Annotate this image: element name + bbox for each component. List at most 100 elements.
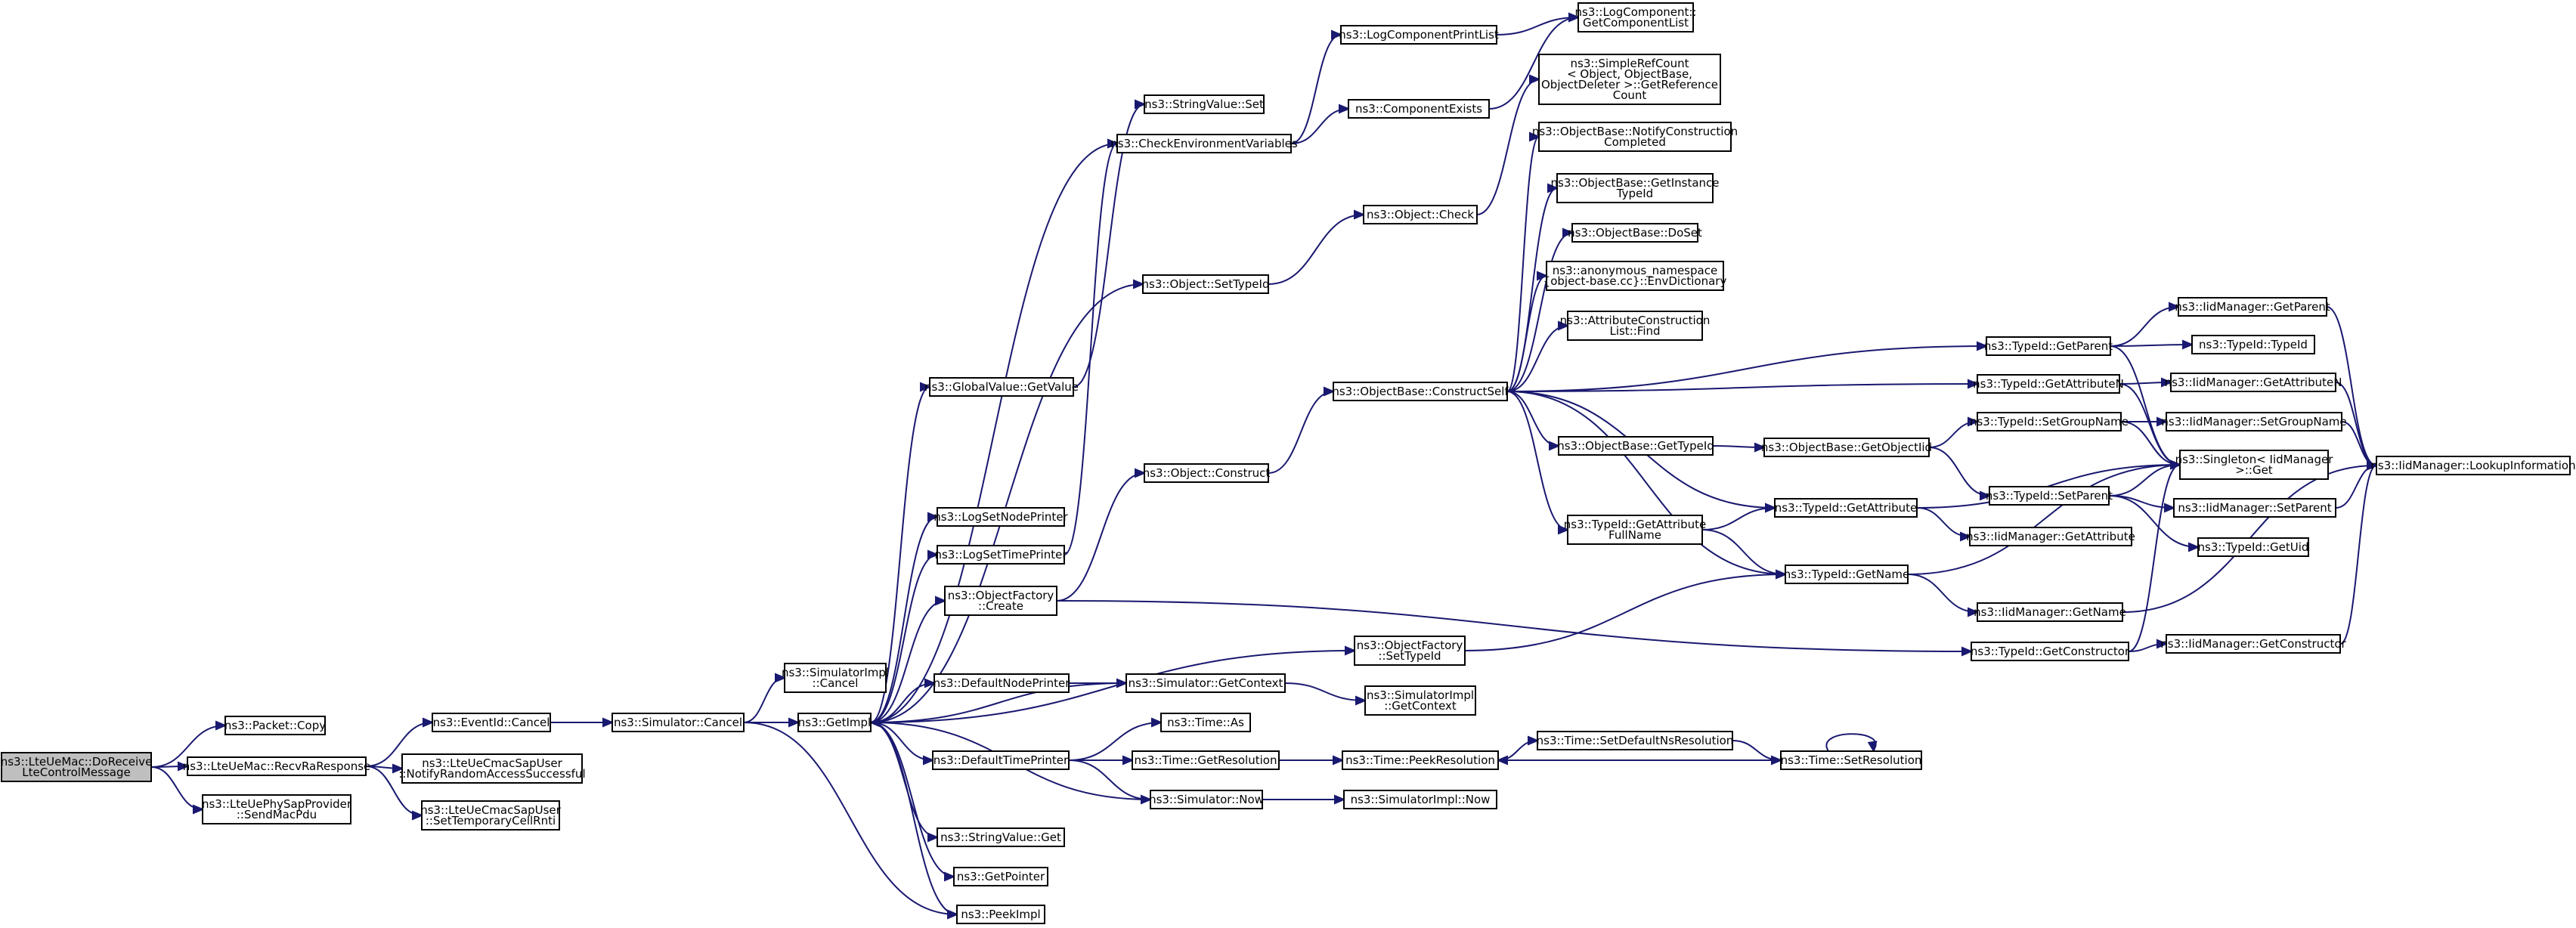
node-objectbase-gettypeid[interactable]: ns3::ObjectBase::GetTypeId — [1557, 436, 1714, 456]
node-recvra[interactable]: ns3::LteUeMac::RecvRaResponse — [183, 756, 371, 776]
call-edge-object_settypeid-to-object_check — [1268, 209, 1366, 285]
node-typeid-getuid[interactable]: ns3::TypeId::GetUid — [2197, 537, 2309, 557]
node-label: ns3::AttributeConstruction — [1560, 314, 1711, 327]
node-sim-getcontext[interactable]: ns3::Simulator::GetContext — [1125, 673, 1286, 693]
node-simplerefcount[interactable]: ns3::SimpleRefCount< Object, ObjectBase,… — [1538, 54, 1721, 105]
node-object-settypeid[interactable]: ns3::Object::SetTypeId — [1142, 274, 1270, 294]
node-getpointer[interactable]: ns3::GetPointer — [953, 867, 1048, 886]
node-label: ns3::Object::Check — [1367, 208, 1474, 221]
edge-line — [870, 722, 958, 915]
node-iid-getconstructor[interactable]: ns3::IidManager::GetConstructor — [2160, 634, 2347, 654]
node-typeid-getattribute[interactable]: ns3::TypeId::GetAttribute — [1774, 498, 1918, 518]
call-edge-sim_cancel-to-simimpl_cancel — [743, 673, 787, 723]
call-edge-getimpl-to-stringvalue_get — [870, 722, 940, 843]
node-typeid-getname[interactable]: ns3::TypeId::GetName — [1784, 565, 1909, 584]
node-getcomponentlist[interactable]: ns3::LogComponent::GetComponentList — [1575, 2, 1697, 32]
node-objectfactory-settypeid[interactable]: ns3::ObjectFactory::SetTypeId — [1354, 636, 1466, 666]
node-typeid-typeid[interactable]: ns3::TypeId::TypeId — [2191, 335, 2315, 354]
node-sendmacpdu[interactable]: ns3::LteUePhySapProvider::SendMacPdu — [202, 794, 352, 824]
node-box — [1774, 498, 1918, 518]
node-simimpl-getcontext[interactable]: ns3::SimulatorImpl::GetContext — [1364, 685, 1476, 716]
node-label: TypeId — [1616, 187, 1653, 200]
node-stringvalue-get[interactable]: ns3::StringValue::Get — [937, 827, 1065, 847]
node-time-as[interactable]: ns3::Time::As — [1160, 713, 1251, 732]
node-checkenv[interactable]: ns3::CheckEnvironmentVariables — [1110, 134, 1298, 153]
edge-line — [1506, 232, 1573, 392]
node-label: ns3::TypeId::GetConstructor — [1971, 645, 2130, 658]
node-box — [1537, 731, 1733, 750]
node-eventid-cancel[interactable]: ns3::EventId::Cancel — [432, 713, 551, 732]
node-constructself[interactable]: ns3::ObjectBase::ConstructSelf — [1332, 382, 1509, 401]
node-root[interactable]: ns3::LteUeMac::DoReceiveLteControlMessag… — [1, 752, 153, 782]
node-logsetnodeprinter[interactable]: ns3::LogSetNodePrinter — [933, 507, 1069, 527]
node-box — [2376, 456, 2571, 475]
node-typeid-getparent[interactable]: ns3::TypeId::GetParent — [1984, 336, 2113, 356]
node-defaultnodeprinter[interactable]: ns3::DefaultNodePrinter — [933, 673, 1071, 693]
node-peekimpl[interactable]: ns3::PeekImpl — [956, 905, 1045, 924]
node-box — [1144, 463, 1269, 483]
node-sim-now[interactable]: ns3::Simulator::Now — [1149, 790, 1264, 809]
node-iid-setparent[interactable]: ns3::IidManager::SetParent — [2173, 498, 2336, 518]
node-globalvalue-getvalue[interactable]: ns3::GlobalValue::GetValue — [924, 377, 1079, 397]
node-box — [611, 713, 745, 732]
node-simimpl-now[interactable]: ns3::SimulatorImpl::Now — [1343, 790, 1497, 809]
node-sim-cancel[interactable]: ns3::Simulator::Cancel — [611, 713, 745, 732]
node-objectfactory-create[interactable]: ns3::ObjectFactory::Create — [944, 586, 1057, 616]
node-notify-ra[interactable]: ns3::LteUeCmacSapUser::NotifyRandomAcces… — [398, 753, 586, 784]
node-time-setresolution[interactable]: ns3::Time::SetResolution — [1780, 750, 1922, 770]
node-iid-getparent[interactable]: ns3::IidManager::GetParent — [2175, 297, 2330, 317]
node-iid-lookupinformation[interactable]: ns3::IidManager::LookupInformation — [2370, 456, 2576, 475]
edge-line — [870, 386, 930, 723]
node-logcomponentprintlist[interactable]: ns3::LogComponentPrintList — [1339, 25, 1499, 45]
node-label: ns3::LteUePhySapProvider — [202, 797, 352, 811]
node-label: ns3::LogSetNodePrinter — [933, 510, 1068, 524]
call-edge-defaulttimeprinter-to-time_getresolution — [1069, 755, 1135, 766]
arrowhead-icon — [2170, 459, 2182, 470]
node-stringvalue-set[interactable]: ns3::StringValue::Set — [1144, 94, 1265, 114]
node-iid-getname[interactable]: ns3::IidManager::GetName — [1974, 602, 2126, 622]
node-doset[interactable]: ns3::ObjectBase::DoSet — [1568, 223, 1702, 243]
node-notifyconstruction[interactable]: ns3::ObjectBase::NotifyConstructionCompl… — [1532, 122, 1738, 152]
node-envdictionary[interactable]: ns3::anonymous_namespace{object-base.cc}… — [1543, 261, 1727, 291]
call-edge-getimpl-to-defaulttimeprinter — [870, 722, 935, 766]
arrowhead-icon — [392, 763, 404, 774]
node-label: ns3::TypeId::TypeId — [2199, 338, 2308, 351]
arrowhead-icon — [1776, 569, 1788, 580]
arrowhead-icon — [1547, 183, 1559, 193]
node-getobjectiid[interactable]: ns3::ObjectBase::GetObjectIid — [1761, 438, 1932, 457]
edge-line — [1506, 383, 1978, 392]
node-typeid-getconstructor[interactable]: ns3::TypeId::GetConstructor — [1971, 642, 2130, 661]
node-time-peekresolution[interactable]: ns3::Time::PeekResolution — [1342, 750, 1499, 770]
node-typeid-setparent[interactable]: ns3::TypeId::SetParent — [1986, 486, 2113, 506]
node-time-setdefaultnsres[interactable]: ns3::Time::SetDefaultNsResolution — [1537, 731, 1734, 750]
node-object-construct[interactable]: ns3::Object::Construct — [1143, 463, 1271, 483]
node-getimpl[interactable]: ns3::GetImpl — [797, 713, 872, 732]
node-simimpl-cancel[interactable]: ns3::SimulatorImpl::Cancel — [782, 663, 889, 693]
node-box — [932, 750, 1070, 770]
node-iid-getattribute[interactable]: ns3::IidManager::GetAttribute — [1966, 527, 2135, 546]
node-typeid-setgroupname[interactable]: ns3::TypeId::SetGroupName — [1970, 412, 2129, 432]
node-time-getresolution[interactable]: ns3::Time::GetResolution — [1132, 750, 1280, 770]
node-typeid-getattributen[interactable]: ns3::TypeId::GetAttributeN — [1973, 374, 2124, 394]
arrowhead-icon — [1133, 279, 1145, 289]
call-edge-objectfactory_create-to-typeid_getconstructor — [1056, 600, 1974, 657]
node-box — [401, 753, 583, 784]
call-edge-recvra-to-set_temp_rnti — [365, 766, 424, 821]
node-singleton-get[interactable]: ns3::Singleton< IidManager>::Get — [2175, 450, 2334, 480]
edge-line — [1056, 472, 1145, 602]
node-componentexists[interactable]: ns3::ComponentExists — [1348, 99, 1490, 119]
node-iid-getattributen[interactable]: ns3::IidManager::GetAttributeN — [2165, 373, 2342, 392]
node-label: ns3::LogComponent:: — [1575, 5, 1697, 19]
node-box — [953, 867, 1048, 886]
node-defaulttimeprinter[interactable]: ns3::DefaultTimePrinter — [932, 750, 1070, 770]
node-packet-copy[interactable]: ns3::Packet::Copy — [224, 716, 326, 735]
node-label: ns3::LogSetTimePrinter — [934, 548, 1067, 561]
node-label: ns3::Time::SetResolution — [1781, 753, 1922, 767]
node-set-temp-rnti[interactable]: ns3::LteUeCmacSapUser::SetTemporaryCellR… — [420, 800, 562, 831]
node-iid-setgroupname[interactable]: ns3::IidManager::SetGroupName — [2161, 412, 2347, 432]
node-object-check[interactable]: ns3::Object::Check — [1363, 205, 1478, 224]
node-logsettimeprinter[interactable]: ns3::LogSetTimePrinter — [934, 545, 1067, 565]
